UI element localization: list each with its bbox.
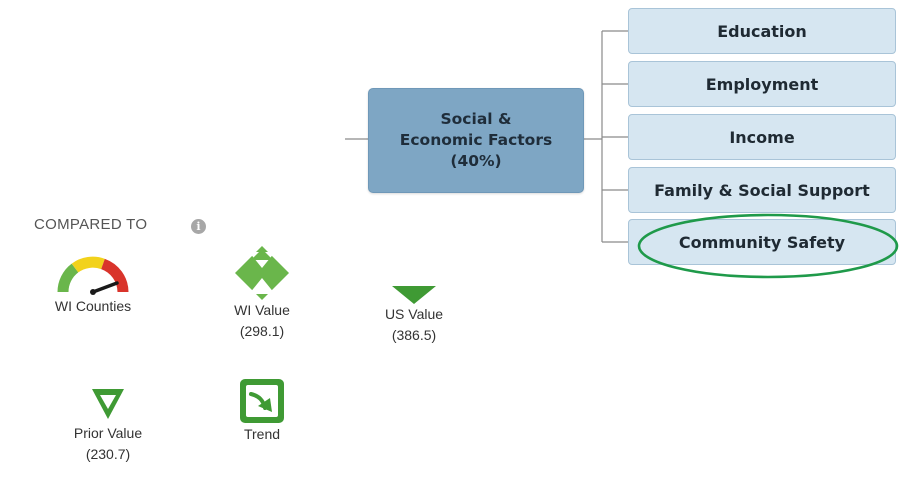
diamond-arrows-icon <box>235 246 289 300</box>
compared-to-title: COMPARED TO <box>34 216 148 233</box>
employment-node[interactable]: Employment <box>628 61 896 107</box>
community-safety-label: Community Safety <box>678 232 846 252</box>
parent-node-line-2: Economic Factors <box>399 131 553 149</box>
gauge-icon <box>57 256 129 295</box>
prior-value-label: Prior Value <box>73 425 143 441</box>
trend-label: Trend <box>243 426 281 442</box>
us-value-label: US Value <box>384 306 444 322</box>
social-economic-factors-node[interactable]: Social & Economic Factors (40%) <box>368 88 584 193</box>
parent-node-line-3: (40%) <box>450 152 502 170</box>
income-label: Income <box>729 127 795 147</box>
wi-counties-label: WI Counties <box>54 298 132 314</box>
wi-value-number: (298.1) <box>239 323 285 339</box>
family-social-support-label: Family & Social Support <box>654 180 870 200</box>
trend-icon <box>240 379 284 423</box>
wi-value-metric[interactable]: WI Value (298.1) <box>197 246 327 342</box>
us-value-metric[interactable]: US Value (386.5) <box>349 280 479 346</box>
info-icon[interactable]: i <box>191 219 206 234</box>
prior-value-number: (230.7) <box>85 446 131 462</box>
parent-node-line-1: Social & <box>440 110 512 128</box>
down-arrow-icon <box>392 286 436 304</box>
education-label: Education <box>717 21 807 41</box>
income-node[interactable]: Income <box>628 114 896 160</box>
employment-label: Employment <box>705 74 819 94</box>
trend-metric[interactable]: Trend <box>197 378 327 444</box>
family-social-support-node[interactable]: Family & Social Support <box>628 167 896 213</box>
education-node[interactable]: Education <box>628 8 896 54</box>
prior-value-metric[interactable]: Prior Value (230.7) <box>43 383 173 465</box>
community-safety-node[interactable]: Community Safety <box>628 219 896 265</box>
down-triangle-icon <box>92 389 124 419</box>
wi-counties-metric[interactable]: WI Counties <box>28 252 158 316</box>
wi-value-label: WI Value <box>234 302 290 318</box>
us-value-number: (386.5) <box>391 327 437 343</box>
